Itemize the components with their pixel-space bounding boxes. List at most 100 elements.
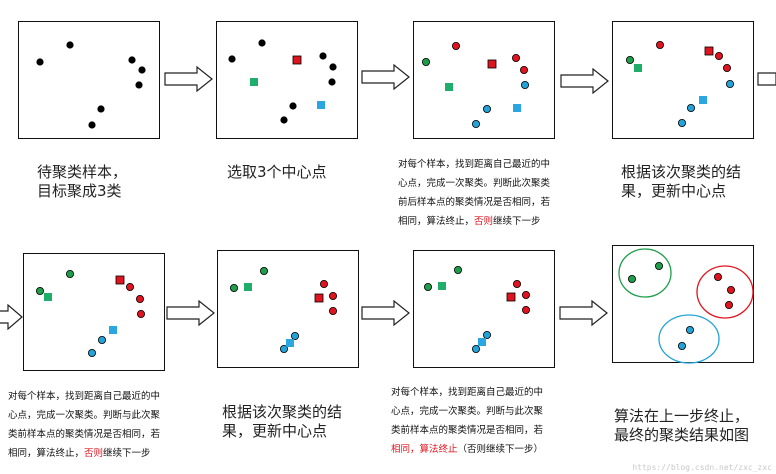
center-blue — [109, 326, 117, 334]
sample-point-red — [522, 306, 531, 315]
caption-line: 算法在上一步终止， — [614, 407, 750, 425]
flow-arrow-icon — [164, 66, 213, 92]
caption-text: 相同，算法终止， — [398, 216, 475, 227]
sample-point-red — [513, 279, 522, 288]
caption-line: 类前样本点的聚类情况是否相同，若 — [391, 425, 544, 436]
caption-step3: 对每个样本，找到距离自己最近的中 心点，完成一次聚类。判断此次聚类 前后样本点的… — [398, 155, 550, 231]
sample-point-blue — [280, 345, 289, 354]
sample-point-blue — [483, 331, 492, 340]
sample-point — [289, 102, 297, 110]
caption-highlight: 否则 — [474, 216, 494, 227]
flow-arrow-icon — [0, 304, 23, 330]
sample-point — [280, 116, 288, 124]
caption-highlight: 否则 — [84, 448, 104, 459]
sample-point-green — [423, 283, 432, 292]
sample-point-red — [727, 286, 736, 295]
sample-point-red — [329, 307, 338, 316]
panel-step3-assign — [413, 21, 555, 139]
scatter-step7 — [423, 265, 531, 354]
caption-line: 选取3个中心点 — [227, 163, 327, 181]
caption-text: 相同，算法终止， — [8, 448, 85, 459]
sample-point-red — [452, 41, 461, 50]
sample-point-green — [454, 265, 463, 274]
caption-step2: 选取3个中心点 — [227, 163, 327, 182]
caption-line: 相同，算法终止，否则继续下一步 — [398, 212, 550, 231]
sample-point-red — [512, 54, 521, 63]
panel-step4-update — [612, 21, 754, 139]
panel-step6-update — [217, 250, 359, 368]
caption-line: 相同，算法终止（否则继续下一步） — [391, 440, 543, 459]
caption-step6: 根据该次聚类的结 果，更新中心点 — [222, 403, 342, 441]
caption-step7: 对每个样本，找到距离自己最近的中 心点，完成一次聚类。判断与此次聚 类前样本点的… — [391, 383, 543, 459]
caption-text: 继续下一步 — [103, 448, 151, 459]
sample-point-red — [715, 51, 724, 60]
sample-point-green — [421, 58, 430, 67]
sample-point — [329, 63, 337, 71]
sample-point-red — [522, 291, 531, 300]
caption-line: 目标聚成3类 — [37, 182, 122, 200]
sample-point-red — [723, 64, 732, 73]
sample-point — [135, 81, 143, 89]
sample-point-blue — [686, 326, 695, 335]
sample-point-red — [320, 279, 329, 288]
flow-arrow-icon — [560, 68, 609, 94]
caption-step4: 根据该次聚类的结 果，更新中心点 — [621, 163, 741, 201]
center-red — [506, 292, 516, 302]
caption-line: 对每个样本，找到距离自己最近的中 — [398, 159, 551, 170]
sample-point-red — [126, 282, 135, 291]
center-red — [487, 59, 497, 69]
flow-arrow-icon — [757, 72, 776, 86]
caption-line: 对每个样本，找到距离自己最近的中 — [8, 391, 161, 402]
scatter-step2 — [228, 39, 337, 124]
cluster-green-outline — [618, 248, 672, 298]
sample-point — [36, 58, 44, 66]
caption-line: 对每个样本，找到距离自己最近的中 — [391, 387, 544, 398]
center-red — [704, 46, 714, 56]
sample-point — [328, 78, 336, 86]
sample-point-green — [229, 284, 238, 293]
cluster-red-outline — [696, 265, 754, 319]
scatter-step1 — [36, 41, 146, 129]
center-blue — [317, 101, 325, 109]
sample-point-blue — [687, 104, 696, 113]
center-red — [115, 275, 125, 285]
sample-point — [88, 121, 96, 129]
sample-point-red — [520, 66, 529, 75]
flow-arrow-icon — [361, 300, 410, 326]
scatter-step4 — [625, 40, 735, 128]
caption-text: （否则继续下一步） — [457, 444, 544, 455]
panel-step8-final — [612, 245, 754, 364]
sample-point-blue — [726, 80, 735, 89]
center-green — [634, 64, 642, 72]
caption-text: 继续下一步 — [493, 216, 541, 227]
flow-arrow-icon — [559, 300, 608, 326]
center-green — [445, 83, 453, 91]
sample-point-red — [137, 310, 146, 319]
sample-point — [97, 105, 105, 113]
center-red — [314, 293, 324, 303]
scatter-step6 — [229, 266, 338, 354]
caption-line: 根据该次聚类的结 — [621, 163, 742, 181]
sample-point-blue — [88, 349, 97, 358]
scatter-step8 — [618, 248, 754, 364]
caption-step8: 算法在上一步终止， 最终的聚类结果如图 — [614, 407, 749, 445]
sample-point — [66, 41, 74, 49]
caption-step5: 对每个样本，找到距离自己最近的中 心点，完成一次聚类。判断与此次聚 类前样本点的… — [8, 387, 160, 463]
sample-point-green — [627, 274, 636, 283]
sample-point-green — [260, 266, 269, 275]
sample-point — [319, 52, 327, 60]
flow-arrow-icon — [166, 300, 215, 326]
panel-step5-assign — [23, 253, 165, 371]
sample-point-green — [655, 261, 664, 270]
caption-line: 前后样本点的聚类情况是否相同，若 — [398, 197, 551, 208]
center-blue — [478, 338, 486, 346]
center-green — [44, 293, 52, 301]
center-green — [244, 283, 252, 291]
sample-point-blue — [291, 332, 300, 341]
watermark: https://blog.csdn.net/zxc_zxc — [632, 463, 772, 472]
scatter-step3 — [421, 41, 530, 129]
caption-line: 最终的聚类结果如图 — [614, 426, 750, 444]
sample-point-blue — [678, 342, 687, 351]
caption-line: 类前样本点的聚类情况是否相同，若 — [8, 429, 161, 440]
center-blue — [286, 339, 294, 347]
